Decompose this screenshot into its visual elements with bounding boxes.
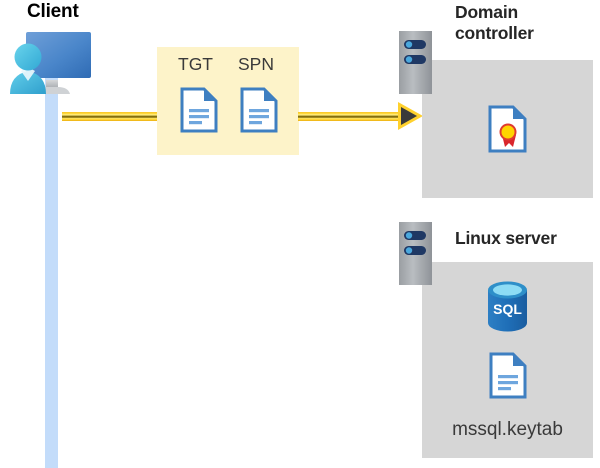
domain-controller-title: Domain controller [455,2,534,43]
spn-label: SPN [238,54,274,74]
sql-database-label: SQL [493,301,522,317]
certificate-document-icon [488,105,527,153]
tgt-document-icon [180,87,218,133]
linux-server-icon [399,222,432,285]
flow-arrow-segment-right [298,112,402,121]
domain-controller-server-icon [399,31,432,94]
spn-document-icon [240,87,278,133]
client-lifeline [45,62,58,468]
client-workstation-icon [6,28,96,96]
client-title: Client [27,1,79,22]
tgt-label: TGT [178,54,213,74]
keytab-document-icon [489,352,527,399]
keytab-filename-label: mssql.keytab [452,419,563,440]
sql-database-icon: SQL [486,281,529,332]
flow-arrow-segment-left [62,112,158,121]
flow-arrow-head-icon [398,102,424,130]
linux-server-title: Linux server [455,228,557,248]
